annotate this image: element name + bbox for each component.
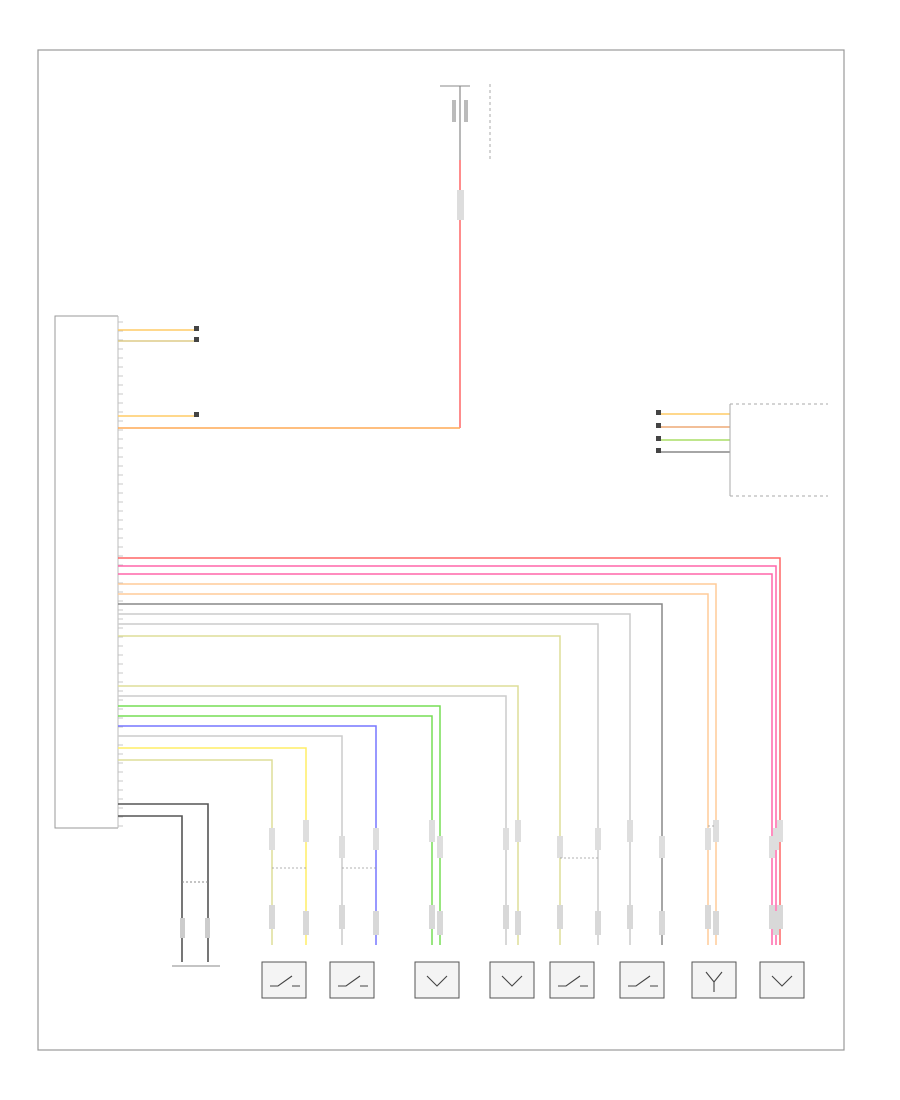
unit-pin-ticks [118,321,123,827]
wire-harness [118,557,783,945]
harness-wire [118,613,631,945]
component-box [414,961,460,999]
component-c7 [691,961,737,999]
wire-tag [269,828,275,850]
wire-tag [713,911,719,935]
wire-tag [557,836,563,858]
harness-wire [118,565,777,945]
wire-tag [269,905,275,929]
component-c3 [414,961,460,999]
component-row [261,961,805,999]
wire-tag [373,911,379,935]
stub-connectors-upper [118,326,199,417]
switch-icon [270,975,300,987]
wire-tag [705,905,711,929]
airbag-unit [54,315,119,829]
component-box [691,961,737,999]
wire-tag [773,828,779,850]
component-box [759,961,805,999]
component-box [261,961,307,999]
wire-tag [713,820,719,842]
wire-tag [429,905,435,929]
component-c6 [619,961,665,999]
harness-wire [118,603,663,945]
component-box [489,961,535,999]
harness-wire [118,685,519,945]
harness-wire [118,635,561,945]
harness-wire [118,695,507,945]
switch-icon [558,975,588,987]
harness-wire [118,573,773,945]
wire-tag [373,828,379,850]
wire-tag [303,820,309,842]
component-box [329,961,375,999]
wire-tag [777,820,783,842]
harness-wire [118,759,273,945]
wire-tag [659,911,665,935]
clockspring [118,803,220,967]
harness-wire [118,715,433,945]
wire-tag [339,836,345,858]
wire-tag [503,828,509,850]
harness-wire [118,747,307,945]
sensor-icon [426,975,448,987]
top-connector [440,84,491,160]
harness-wire [118,705,441,945]
sensor-icon [501,975,523,987]
wire-tag [515,820,521,842]
wire-tag [773,911,779,935]
harness-wire [118,593,709,945]
wire-tag [627,820,633,842]
wire-tag [777,905,783,929]
wire-tag [557,905,563,929]
switch-icon [338,975,368,987]
component-c5 [549,961,595,999]
diagram-frame [37,49,845,1051]
component-c8 [759,961,805,999]
wire-tag [503,905,509,929]
wire-tag [705,828,711,850]
component-box [619,961,665,999]
harness-wire [118,725,377,945]
wire-tag [437,911,443,935]
harness-wire [118,623,599,945]
wire-tag [515,911,521,935]
wire-tag [303,911,309,935]
wire-tag [437,836,443,858]
harness-wire [118,557,781,945]
wire-tag [339,905,345,929]
switch-icon [628,975,658,987]
wire-red-feed-tag [457,190,464,220]
component-c4 [489,961,535,999]
wire-tag [429,820,435,842]
wire-tag [769,905,775,929]
sensor-icon [771,975,793,987]
wire-tag [659,836,665,858]
wire-tag [627,905,633,929]
right-cluster [656,403,828,497]
harness-wire [118,735,343,945]
wire-tag [769,836,775,858]
component-box [549,961,595,999]
component-c1 [261,961,307,999]
sensor-icon [705,971,723,992]
wire-tag [595,828,601,850]
wire-tag [595,911,601,935]
component-c2 [329,961,375,999]
